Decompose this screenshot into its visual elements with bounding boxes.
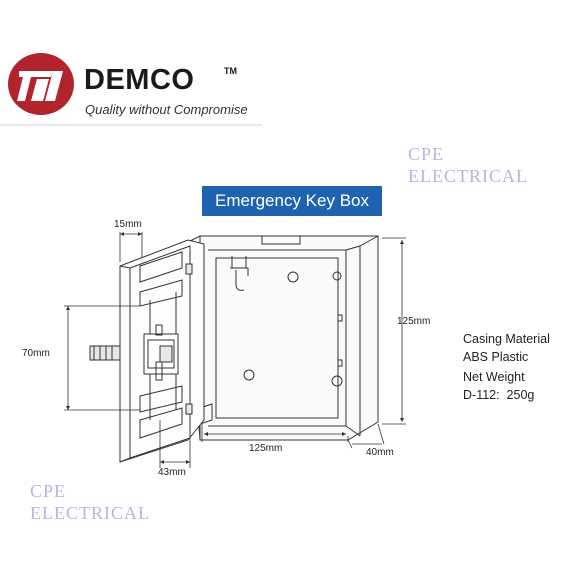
spec-casing-value: ABS Plastic: [463, 350, 529, 364]
watermark-bottom: CPE ELECTRICAL: [30, 480, 150, 524]
dim-depth: 40mm: [366, 447, 394, 458]
dim-handle-height: 70mm: [22, 348, 50, 359]
brand-trademark: TM: [224, 66, 237, 76]
dim-height: 125mm: [397, 316, 431, 327]
watermark-top: CPE ELECTRICAL: [408, 143, 528, 187]
watermark-line2: ELECTRICAL: [408, 166, 528, 186]
brand-name: DEMCO: [84, 64, 195, 96]
product-title: Emergency Key Box: [202, 186, 382, 216]
watermark-line1: CPE: [30, 481, 67, 501]
dim-door-thickness: 15mm: [114, 219, 142, 230]
demco-logo-icon: [8, 53, 74, 115]
watermark-line1: CPE: [408, 144, 445, 164]
spec-casing-label: Casing Material: [463, 332, 550, 346]
brand-tagline: Quality without Compromise: [85, 102, 248, 117]
watermark-line2: ELECTRICAL: [30, 503, 150, 523]
spec-weight-value: D-112: 250g: [463, 388, 535, 402]
dim-handle-depth: 43mm: [158, 467, 186, 478]
spec-weight-label: Net Weight: [463, 370, 525, 384]
dim-width: 125mm: [249, 443, 283, 454]
logo-divider: [0, 124, 262, 126]
